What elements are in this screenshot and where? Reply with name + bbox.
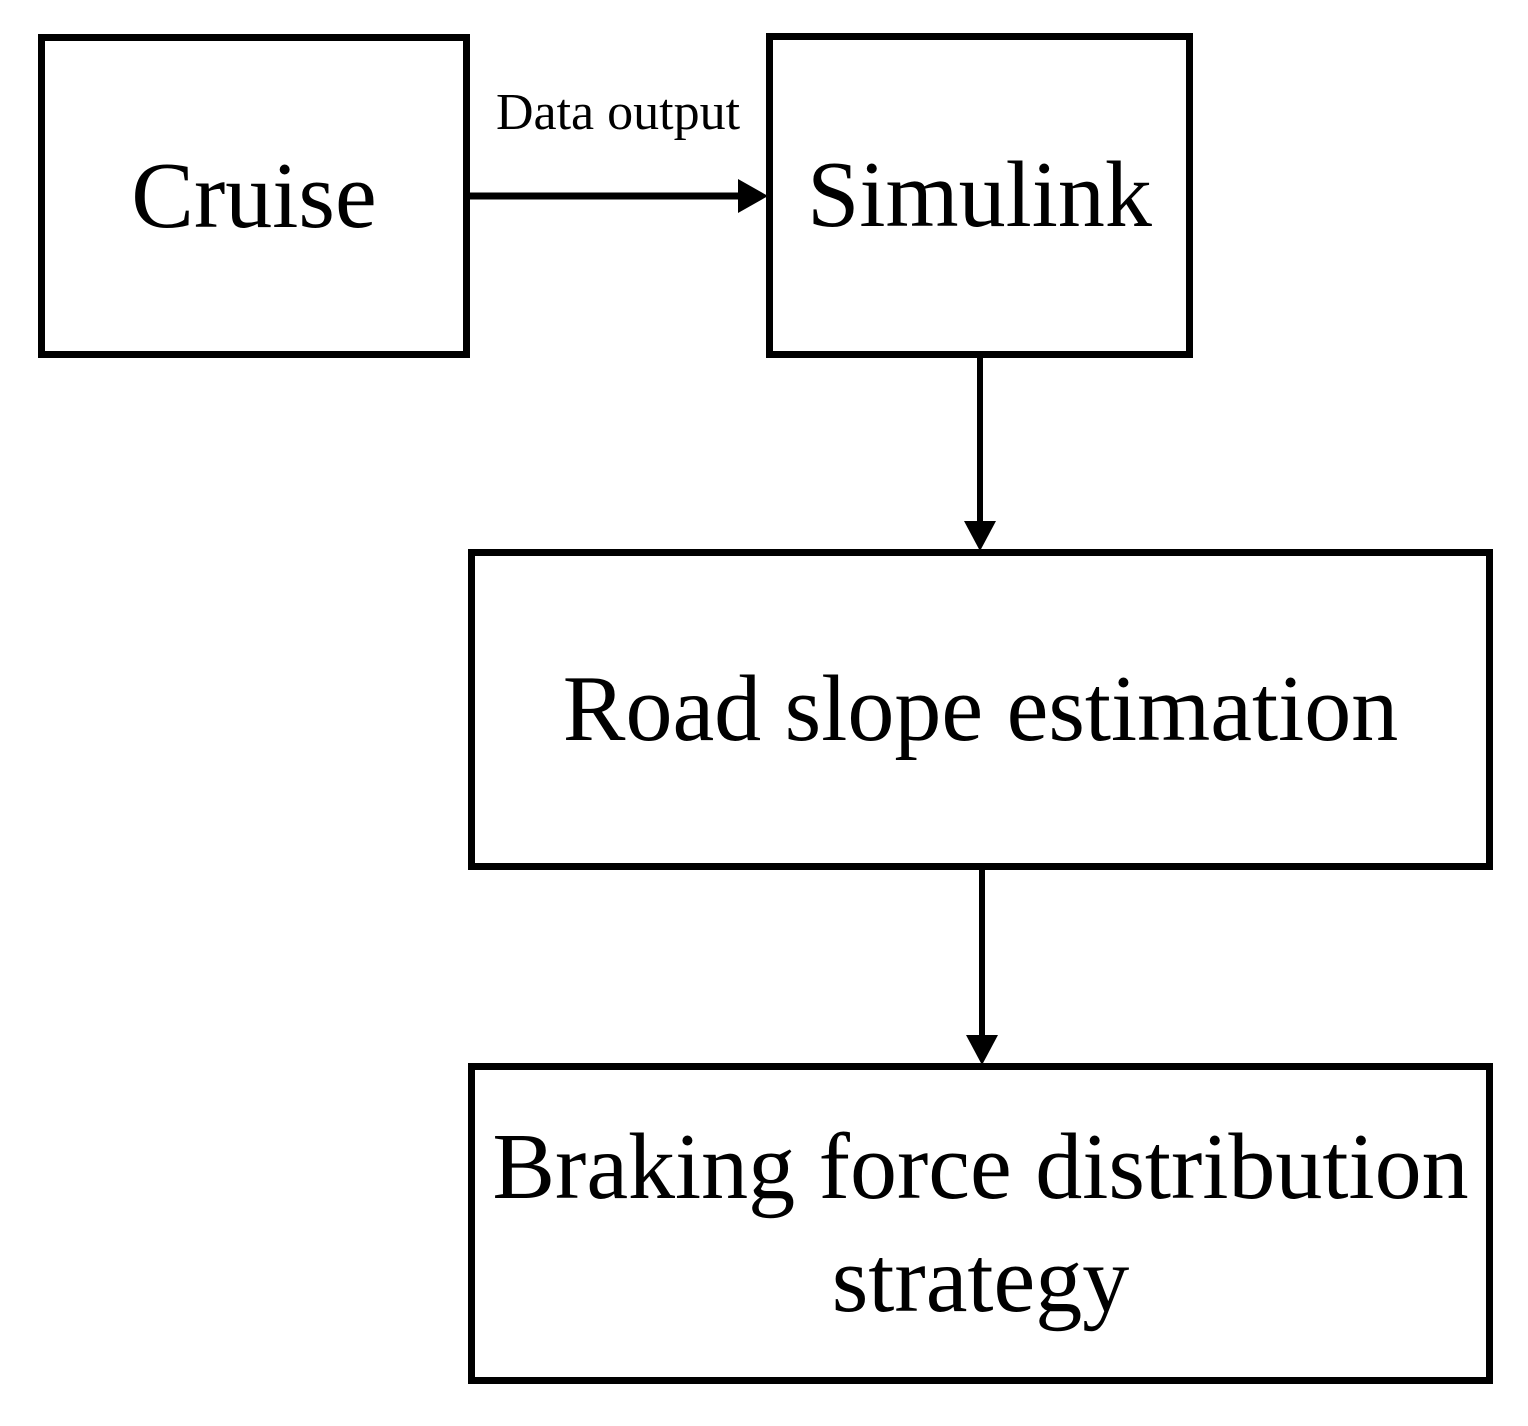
node-simulink-label: Simulink	[807, 143, 1152, 248]
node-braking-label: Braking force distribution strategy	[492, 1111, 1468, 1337]
arrow-road-slope-to-braking	[966, 870, 998, 1065]
node-simulink: Simulink	[766, 33, 1193, 358]
node-cruise: Cruise	[38, 34, 470, 358]
node-road-slope-label: Road slope estimation	[562, 657, 1399, 762]
edge-label-data-output: Data output	[495, 84, 741, 141]
arrow-simulink-to-road-slope	[964, 358, 996, 551]
node-cruise-label: Cruise	[131, 143, 377, 248]
arrowhead-right-icon	[738, 179, 768, 213]
node-road-slope-estimation: Road slope estimation	[468, 549, 1493, 870]
arrowhead-down-icon	[964, 521, 996, 551]
node-braking-label-line-1: Braking force distribution	[492, 1114, 1469, 1219]
arrow-cruise-to-simulink	[470, 179, 768, 213]
arrowhead-down-icon	[966, 1035, 998, 1065]
node-braking-label-line-2: strategy	[831, 1227, 1130, 1332]
node-braking-force-distribution-strategy: Braking force distribution strategy	[468, 1063, 1493, 1384]
